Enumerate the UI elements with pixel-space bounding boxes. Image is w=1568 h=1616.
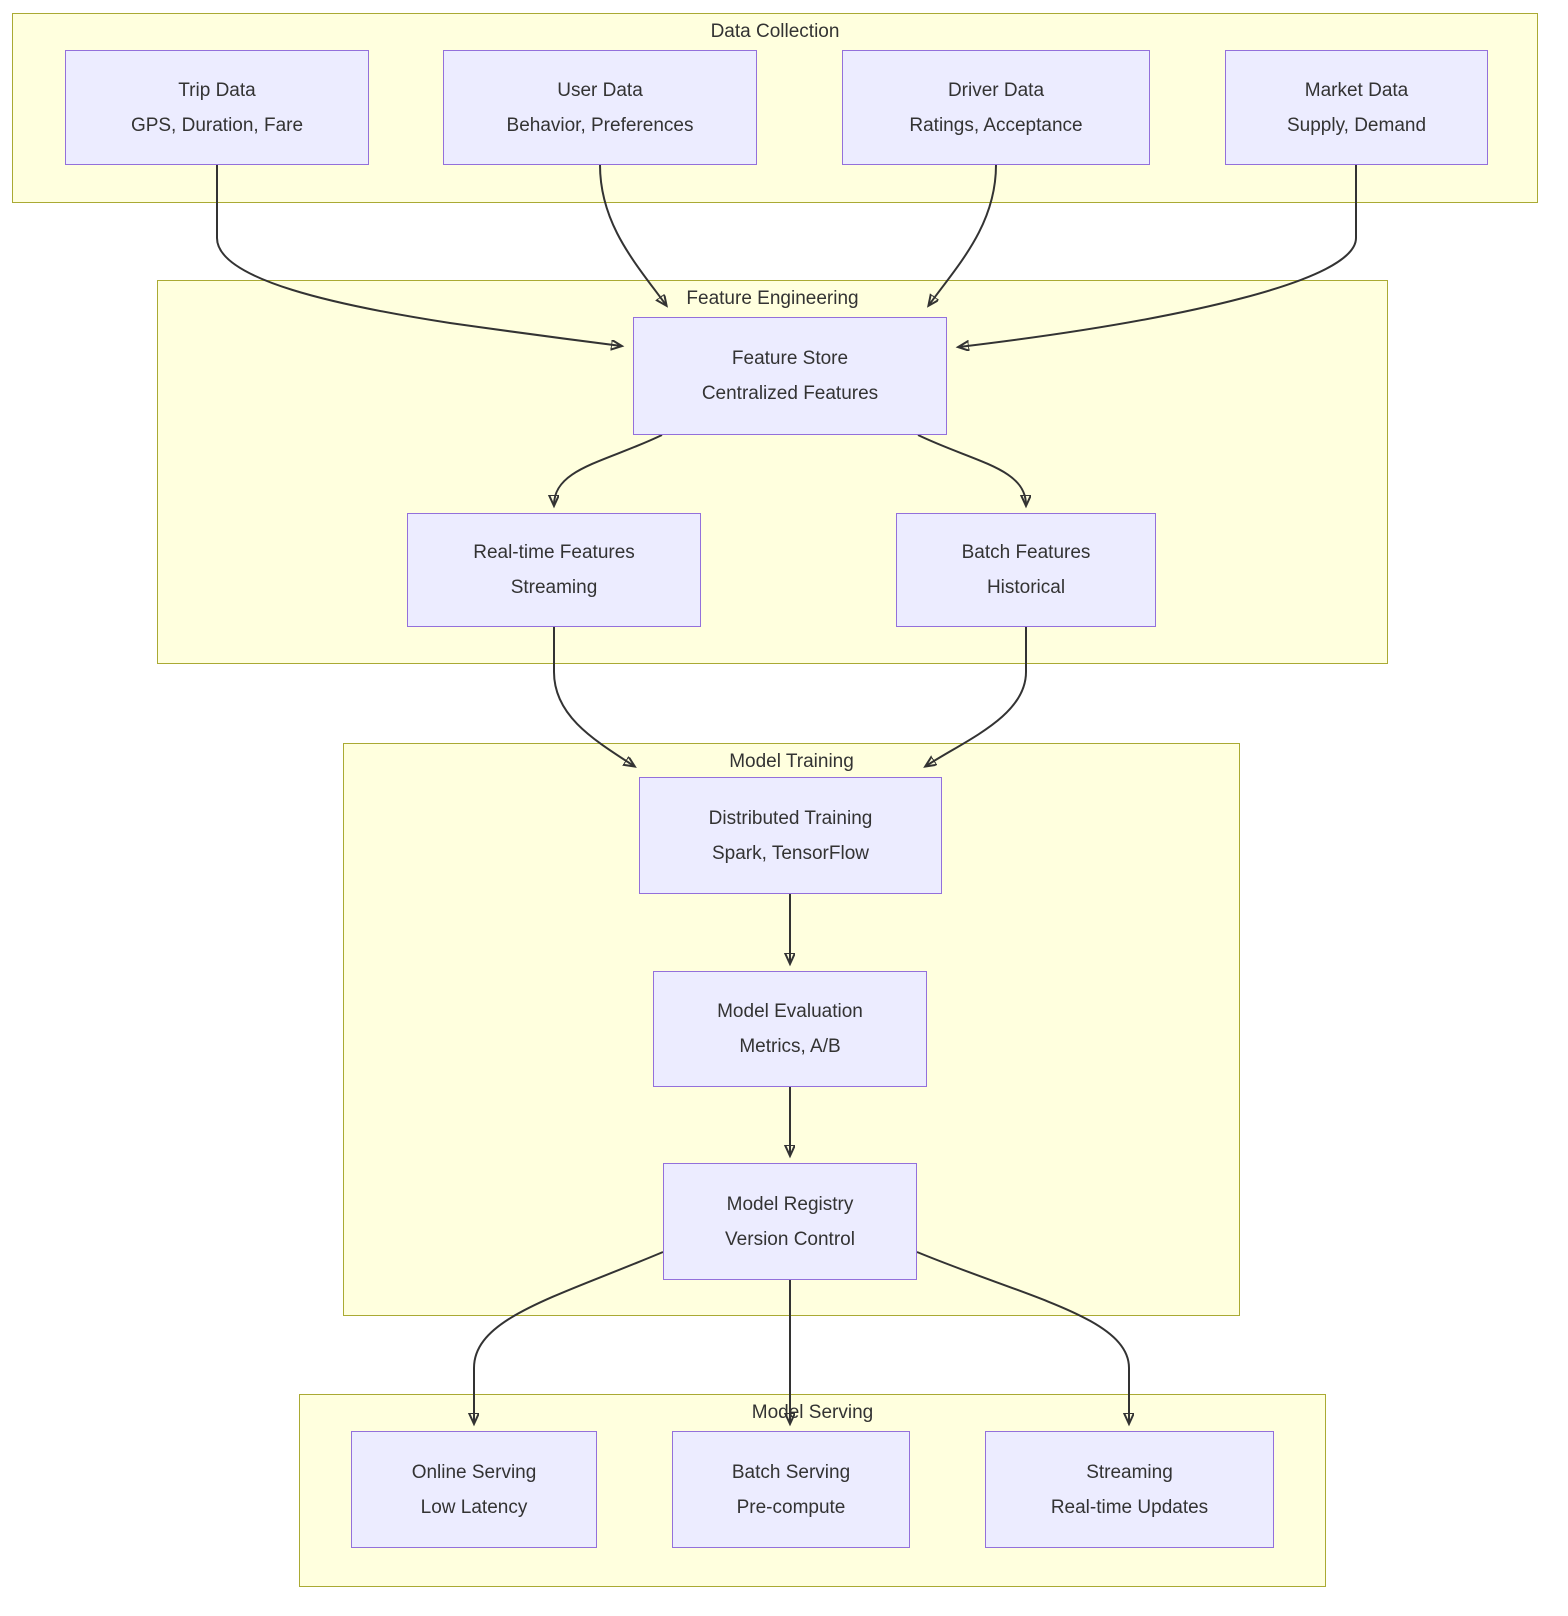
node-subtitle: Historical [986,577,1066,598]
node-title: Streaming [1086,1461,1173,1483]
edge-feature-store-to-batch-features [917,434,1026,505]
node-online-serving: Online Serving Low Latency [351,1431,597,1548]
cluster-label-data-collection: Data Collection [710,21,840,42]
node-title: Distributed Training [708,807,873,829]
node-streaming: Streaming Real-time Updates [985,1431,1274,1548]
node-subtitle: Metrics, A/B [739,1036,841,1057]
node-trip-data: Trip Data GPS, Duration, Fare [65,50,369,165]
node-title: Market Data [1304,79,1409,101]
node-subtitle: Behavior, Preferences [506,114,694,136]
edge-user-data-to-feature-store [599,164,666,305]
node-subtitle: Spark, TensorFlow [712,842,869,864]
node-subtitle: Pre-compute [736,1496,846,1518]
node-title: Model Registry [726,1193,854,1215]
node-market-data: Market Data Supply, Demand [1225,50,1488,165]
node-model-registry: Model Registry Version Control [663,1163,917,1280]
node-feature-store: Feature Store Centralized Features [633,317,947,435]
edge-model-registry-to-streaming [916,1251,1129,1423]
node-distributed-training: Distributed Training Spark, TensorFlow [639,777,942,894]
node-model-evaluation: Model Evaluation Metrics, A/B [653,971,927,1087]
node-subtitle: GPS, Duration, Fare [130,114,304,136]
node-title: Driver Data [947,79,1045,101]
node-title: Batch Features [961,542,1091,563]
node-batch-features: Batch Features Historical [896,513,1156,627]
node-batch-serving: Batch Serving Pre-compute [672,1431,910,1548]
edge-batch-features-to-distributed-training [926,627,1027,766]
edge-model-registry-to-online-serving [474,1251,664,1423]
cluster-label-model-training: Model Training [729,751,854,772]
node-subtitle: Centralized Features [701,383,879,404]
node-title: Trip Data [178,79,256,101]
node-subtitle: Supply, Demand [1286,114,1427,136]
node-title: User Data [557,79,643,101]
edge-feature-store-to-realtime-features [554,434,663,505]
edge-driver-data-to-feature-store [929,164,997,305]
node-subtitle: Real-time Updates [1050,1496,1209,1518]
node-title: Real-time Features [473,542,635,563]
node-user-data: User Data Behavior, Preferences [443,50,757,165]
node-title: Online Serving [411,1461,537,1483]
cluster-label-feature-engineering: Feature Engineering [686,288,859,309]
node-subtitle: Ratings, Acceptance [909,114,1083,136]
edge-market-data-to-feature-store [959,165,1357,347]
node-realtime-features: Real-time Features Streaming [407,513,701,627]
node-subtitle: Streaming [510,577,598,598]
node-title: Feature Store [731,348,849,369]
edge-trip-data-to-feature-store [216,165,621,346]
node-driver-data: Driver Data Ratings, Acceptance [842,50,1150,165]
cluster-label-model-serving: Model Serving [751,1402,874,1423]
node-title: Model Evaluation [717,1001,863,1022]
edge-realtime-features-to-distributed-training [553,627,634,766]
node-subtitle: Low Latency [420,1496,528,1518]
node-subtitle: Version Control [725,1228,855,1250]
node-title: Batch Serving [731,1461,851,1483]
